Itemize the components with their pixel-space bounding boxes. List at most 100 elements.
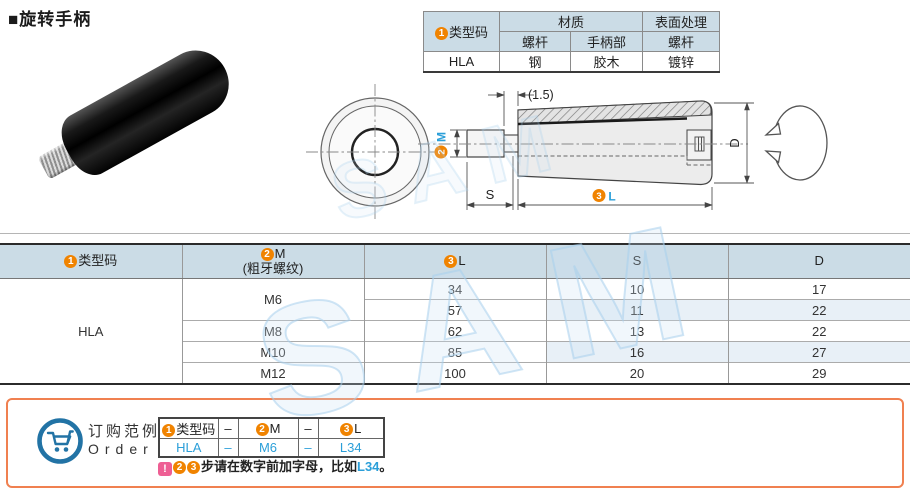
table-row: 57 11 22 xyxy=(0,299,910,321)
cell-s: 11 xyxy=(545,299,729,321)
table-row: HLA M6 34 10 17 xyxy=(0,278,910,384)
table-row: M10 85 16 27 xyxy=(0,341,910,363)
order-h-type-label: 类型码 xyxy=(176,422,216,437)
dim-s-label: S xyxy=(486,187,495,202)
badge-1-icon: 1 xyxy=(162,424,176,437)
cell-d: 22 xyxy=(727,320,910,342)
cell-s: 10 xyxy=(545,278,729,300)
spec-screw-subheader: 螺杆 xyxy=(499,31,571,52)
table-row: M12 100 20 29 xyxy=(0,362,910,384)
spec-surface-header: 表面处理 xyxy=(642,11,720,32)
side-view xyxy=(418,100,748,186)
spec-handle-subheader: 手柄部 xyxy=(570,31,643,52)
section-divider xyxy=(0,233,910,234)
rotation-arrows-icon xyxy=(764,105,828,181)
cell-l: 34 xyxy=(363,278,547,300)
order-dash: – xyxy=(297,417,319,439)
order-title-en: Order xyxy=(88,441,154,457)
spec-type-code-value: HLA xyxy=(423,51,500,73)
spec-surface-value: 镀锌 xyxy=(642,51,720,73)
spec-material-header: 材质 xyxy=(499,11,643,32)
warning-icon: ! xyxy=(158,462,172,476)
svg-text:3: 3 xyxy=(596,191,601,202)
cell-type-code: HLA xyxy=(0,278,183,384)
type-code-header-label: 类型码 xyxy=(78,253,118,269)
type-code-label: 类型码 xyxy=(448,25,488,40)
cell-s: 16 xyxy=(545,341,729,363)
cell-d: 29 xyxy=(727,362,910,384)
order-note-code: L34 xyxy=(357,459,380,474)
order-value-row: HLA – M6 – L34 xyxy=(158,438,385,458)
badge-1-icon: 1 xyxy=(434,27,448,40)
order-example-box xyxy=(6,398,904,488)
col-header-s: S xyxy=(545,244,729,279)
cell-m: M6 xyxy=(181,278,365,321)
order-dash: – xyxy=(297,438,319,458)
table-row: M8 62 13 22 xyxy=(0,320,910,342)
order-h-l-label: L xyxy=(354,421,362,436)
dim-l-label: 3 L xyxy=(592,189,616,204)
dim-m-label: 2 M xyxy=(434,132,449,159)
col-header-d: D xyxy=(727,244,910,279)
badge-2-icon: 2 xyxy=(173,461,186,474)
dim-d-label: D xyxy=(727,138,742,147)
badge-2-icon: 2 xyxy=(255,423,269,436)
cell-s: 13 xyxy=(545,320,729,342)
badge-3-icon: 3 xyxy=(340,423,354,436)
l-header-label: L xyxy=(458,253,466,269)
technical-drawing: (1.5) 2 M S 3 L D xyxy=(306,84,828,220)
page-title: ■旋转手柄 xyxy=(8,10,92,29)
dimensions xyxy=(450,91,754,210)
spec-surface-screw-subheader: 螺杆 xyxy=(642,31,720,52)
order-title-cn: 订购范例 xyxy=(88,423,161,440)
cell-m: M10 xyxy=(182,341,365,363)
product-photo xyxy=(28,28,243,210)
handle-body-photo xyxy=(52,38,241,183)
svg-text:M: M xyxy=(435,132,449,142)
spec-screw-value: 钢 xyxy=(499,51,571,73)
order-dash: – xyxy=(217,417,239,439)
m-header-sub-label: (粗牙螺纹) xyxy=(242,260,304,276)
badge-2-icon: 2 xyxy=(260,247,274,261)
cell-m: M12 xyxy=(182,362,365,384)
order-v-m: M6 xyxy=(237,438,299,458)
cell-l: 100 xyxy=(363,362,547,384)
dim-gap-label: (1.5) xyxy=(528,88,554,102)
cell-s: 20 xyxy=(545,362,729,384)
cell-l: 85 xyxy=(363,341,547,363)
m-header-label: M xyxy=(274,245,286,261)
svg-text:L: L xyxy=(608,190,615,204)
cell-d: 22 xyxy=(727,299,910,321)
badge-3-icon: 3 xyxy=(187,461,200,474)
handle-photo-group xyxy=(24,36,244,202)
cell-l: 57 xyxy=(364,299,547,321)
order-h-m-label: M xyxy=(269,421,281,436)
order-note-end: 。 xyxy=(379,459,393,474)
order-v-type: HLA xyxy=(158,438,219,458)
badge-3-icon: 3 xyxy=(444,255,458,269)
order-note-text: 步请在数字前加字母，比如 xyxy=(201,459,358,474)
spec-handle-value: 胶木 xyxy=(570,51,643,73)
cell-l: 62 xyxy=(363,320,547,342)
end-view xyxy=(306,84,444,220)
cell-d: 27 xyxy=(727,341,910,363)
cell-d: 17 xyxy=(727,278,910,300)
order-dash: – xyxy=(217,438,239,458)
svg-text:2: 2 xyxy=(437,149,448,154)
cart-icon xyxy=(37,418,83,464)
cell-m: M8 xyxy=(182,320,365,342)
svg-text:D: D xyxy=(727,138,742,147)
